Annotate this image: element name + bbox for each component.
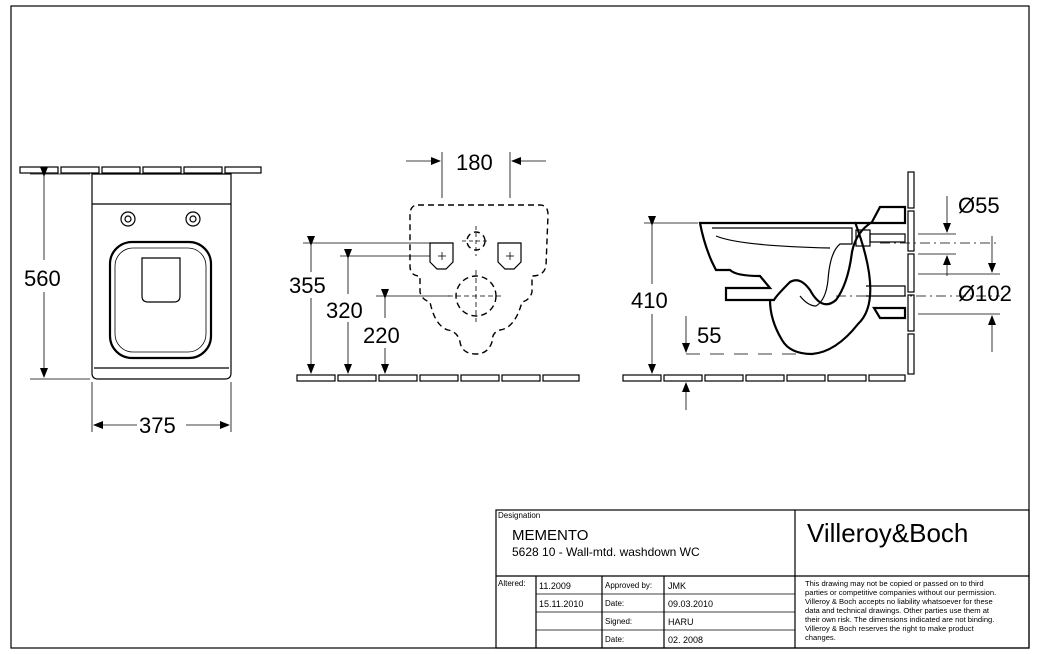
dim-side-55: 55 [697,323,721,348]
product-description: 5628 10 - Wall-mtd. washdown WC [512,545,700,559]
svg-text:their own risk. The dimensions: their own risk. The dimensions indicated… [805,615,994,624]
altered-label: Altered: [498,579,526,588]
date-value-1: 09.03.2010 [668,599,713,609]
brand-logo: Villeroy&Boch [807,518,968,548]
rear-view: 180 355 320 220 [289,150,580,382]
product-name: MEMENTO [512,527,588,544]
side-floor-segments [622,374,906,382]
bolt-hole-left-icon [120,211,136,227]
signed-value: HARU [668,617,694,627]
side-wall-segments [907,171,915,375]
dim-front-width: 375 [139,413,176,438]
altered-date-2: 15.11.2010 [539,599,583,609]
front-bowl-outline [91,173,232,380]
svg-text:This drawing may not be copied: This drawing may not be copied or passed… [805,579,984,588]
dim-dia-102: Ø102 [958,281,1012,306]
altered-date-1: 11.2009 [539,581,571,591]
approved-value: JMK [668,581,686,591]
dim-front-height: 560 [24,266,61,291]
dim-side-height: 410 [631,288,668,313]
signed-label: Signed: [605,617,632,626]
svg-text:data and technical drawings. O: data and technical drawings. Other parti… [805,606,990,615]
side-bowl-outline [698,205,907,306]
date-value-2: 02. 2008 [668,635,703,645]
rear-dashed-outline [409,204,549,355]
dim-rear-220: 220 [363,323,400,348]
side-bowl-interior [712,227,853,307]
date-label-1: Date: [605,599,624,608]
dim-rear-320: 320 [326,298,363,323]
svg-text:Villeroy & Boch reserves the r: Villeroy & Boch reserves the right to ma… [805,624,975,633]
front-view: 560 375 [19,166,262,438]
side-view: 410 55 Ø55 Ø102 [622,171,1012,410]
svg-text:Villeroy & Boch accepts no lia: Villeroy & Boch accepts no liability wha… [805,597,993,606]
mount-bracket-right [497,242,522,270]
svg-text:changes.: changes. [805,633,836,642]
rear-floor-segments [296,374,580,382]
approved-label: Approved by: [605,581,652,590]
title-block: Designation MEMENTO 5628 10 - Wall-mtd. … [495,509,1030,649]
dim-rear-width: 180 [456,150,493,175]
copyright-notice: This drawing may not be copied or passed… [805,579,996,642]
bolt-hole-right-icon [185,211,201,227]
mount-bracket-left [429,242,454,270]
bowl-outlet [141,257,181,303]
dim-rear-355: 355 [289,273,326,298]
date-label-2: Date: [605,635,624,644]
front-wall-segments [19,166,262,174]
svg-text:parties or competitive compani: parties or competitive companies without… [805,588,996,597]
bowl-opening [108,240,213,360]
designation-label: Designation [498,511,540,520]
dim-dia-55: Ø55 [958,193,1000,218]
